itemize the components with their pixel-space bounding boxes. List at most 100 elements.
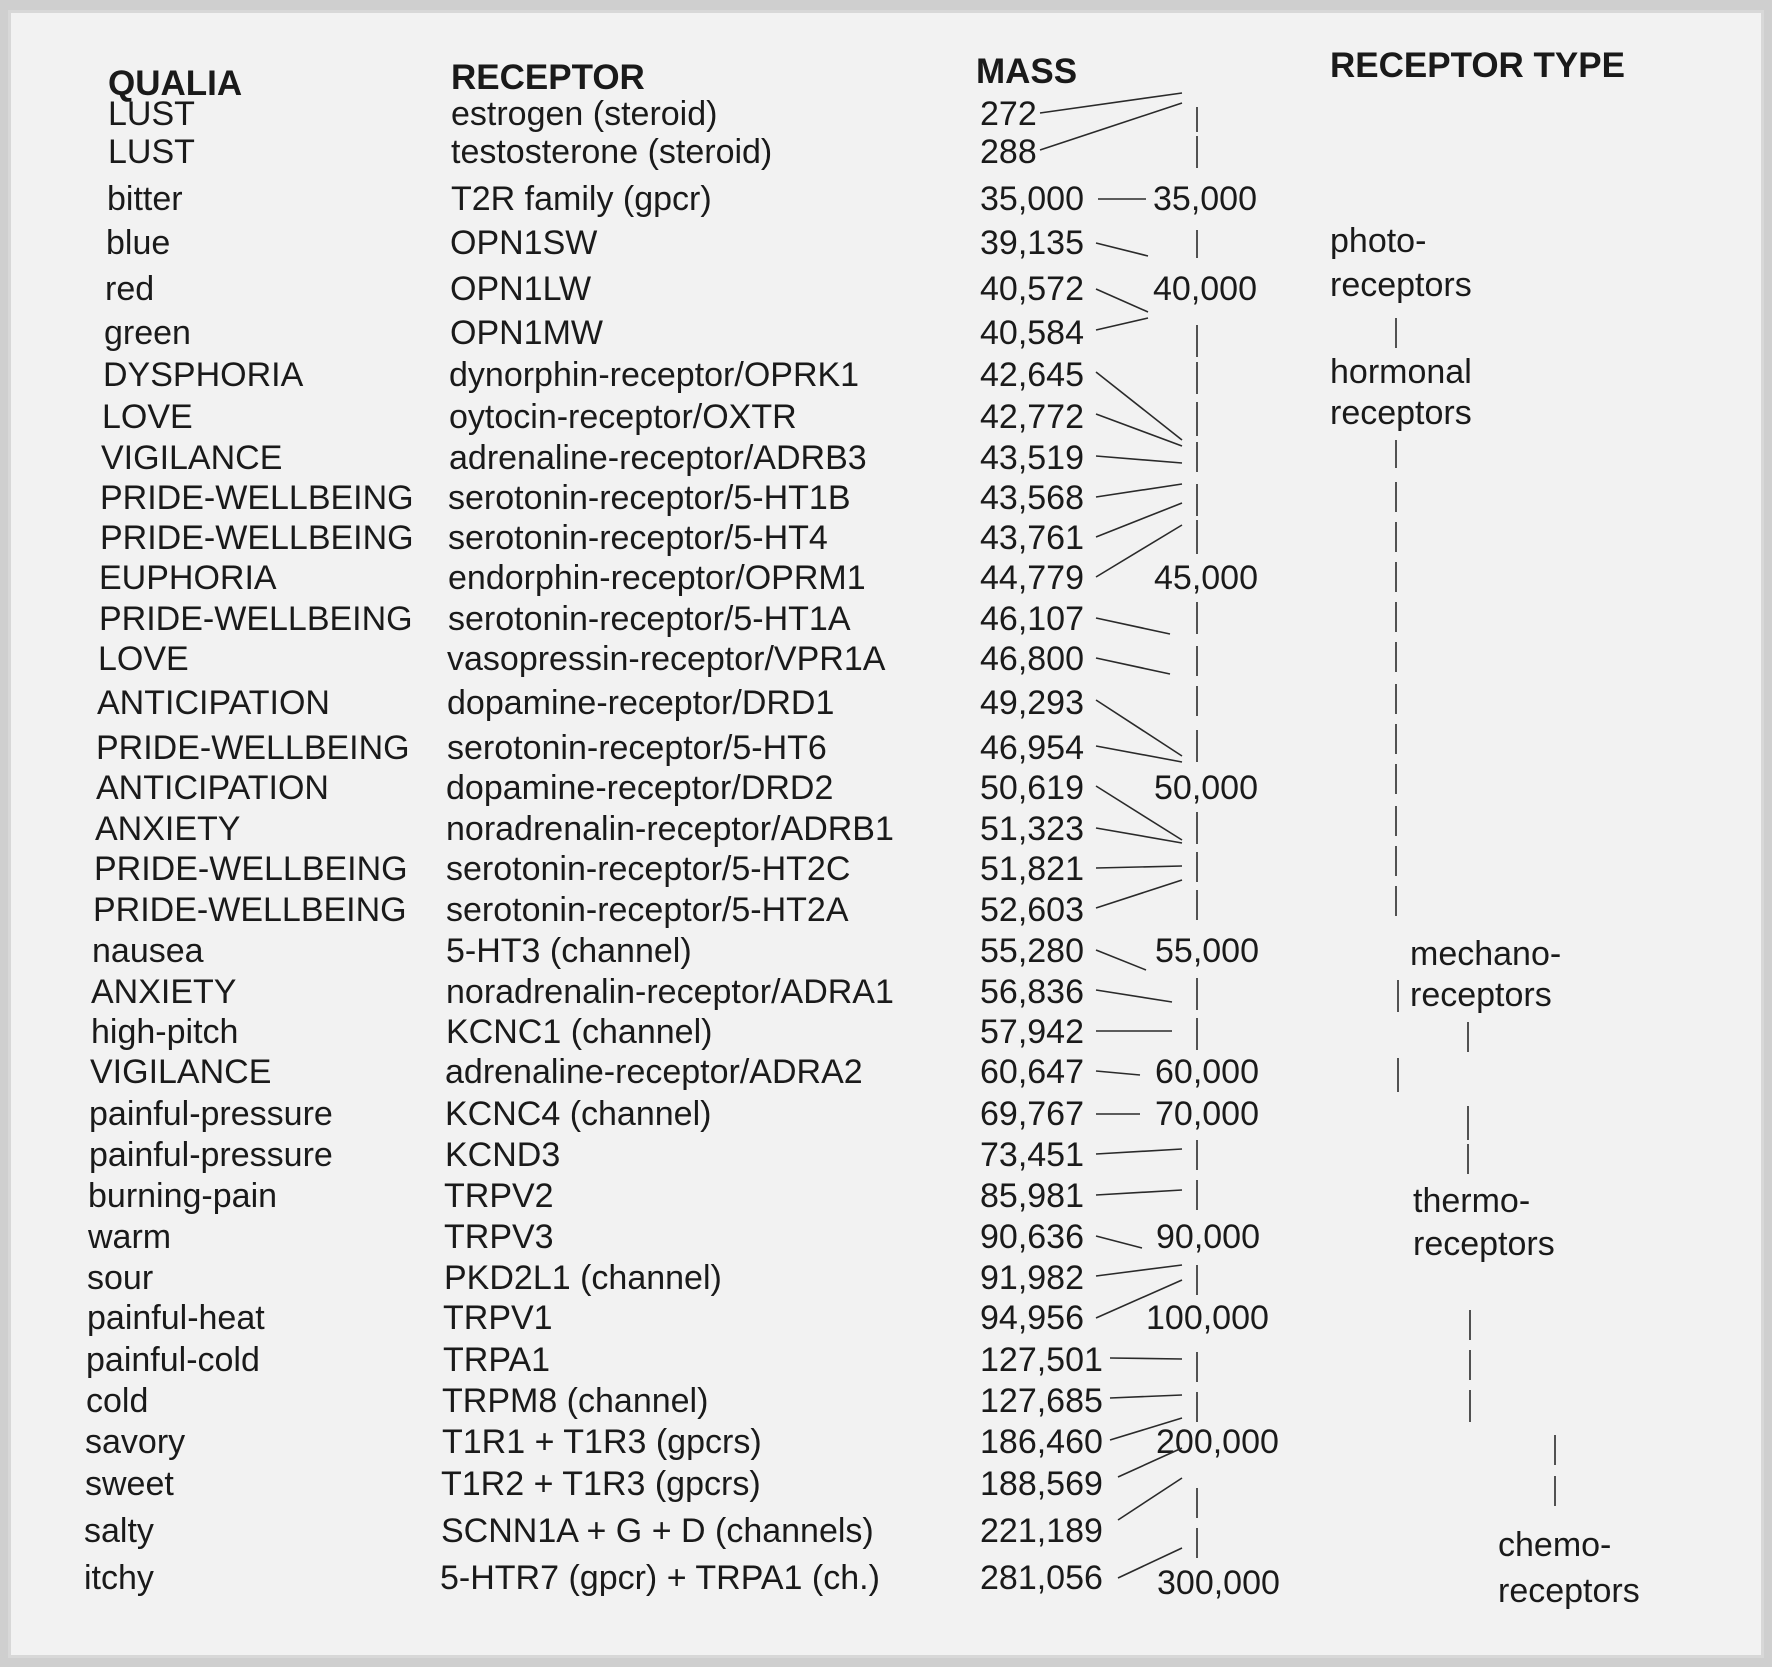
qualia-cell: LUST xyxy=(108,95,195,133)
mass-cell: 40,572 xyxy=(980,270,1084,308)
mass-cell: 42,772 xyxy=(980,398,1084,436)
connector-line xyxy=(1095,288,1149,313)
qualia-cell: LOVE xyxy=(98,640,189,678)
mass-cell: 42,645 xyxy=(980,356,1084,394)
receptor-cell: noradrenalin-receptor/ADRB1 xyxy=(446,810,894,848)
connector-line xyxy=(1109,1417,1183,1441)
type-photo-line2: receptors xyxy=(1330,266,1472,304)
receptor-cell: testosterone (steroid) xyxy=(451,133,773,171)
connector-line xyxy=(1117,1477,1183,1521)
receptor-cell: T2R family (gpcr) xyxy=(451,180,712,218)
mass-cell: 52,603 xyxy=(980,891,1084,929)
receptor-cell: TRPV2 xyxy=(444,1177,554,1215)
receptor-cell: dopamine-receptor/DRD1 xyxy=(447,684,835,722)
connector-line xyxy=(1095,865,1183,869)
receptor-cell: serotonin-receptor/5-HT1B xyxy=(448,479,851,517)
scale-label: 70,000 xyxy=(1155,1095,1259,1133)
mass-cell: 50,619 xyxy=(980,769,1084,807)
qualia-cell: bitter xyxy=(107,180,183,218)
header-receptor: RECEPTOR xyxy=(451,58,645,97)
scale-label: 55,000 xyxy=(1155,932,1259,970)
connector-line xyxy=(1095,413,1183,447)
connector-line xyxy=(1095,1189,1183,1196)
connector-line xyxy=(1095,371,1183,441)
qualia-cell: PRIDE-WELLBEING xyxy=(99,600,413,638)
qualia-cell: warm xyxy=(88,1218,172,1256)
connector-line xyxy=(1095,989,1173,1003)
mass-cell: 39,135 xyxy=(980,224,1084,262)
receptor-cell: serotonin-receptor/5-HT2C xyxy=(446,850,851,888)
receptor-cell: T1R2 + T1R3 (gpcrs) xyxy=(441,1465,761,1503)
mass-cell: 55,280 xyxy=(980,932,1084,970)
scale-label: 300,000 xyxy=(1157,1564,1280,1602)
connector-line xyxy=(1117,1547,1183,1579)
qualia-cell: burning-pain xyxy=(88,1177,278,1215)
receptor-cell: TRPV3 xyxy=(444,1218,554,1256)
receptor-cell: endorphin-receptor/OPRM1 xyxy=(448,559,866,597)
mass-cell: 43,519 xyxy=(980,439,1084,477)
receptor-cell: TRPV1 xyxy=(443,1299,553,1337)
type-mechano-line2: receptors xyxy=(1410,976,1552,1014)
qualia-cell: LUST xyxy=(108,133,195,171)
qualia-cell: painful-pressure xyxy=(89,1095,333,1133)
connector-line xyxy=(1095,317,1149,331)
mass-cell: 60,647 xyxy=(980,1053,1084,1091)
mass-cell: 127,685 xyxy=(980,1382,1103,1420)
connector-line xyxy=(1095,1070,1141,1076)
document-page xyxy=(8,10,1764,1658)
qualia-cell: painful-cold xyxy=(86,1341,260,1379)
mass-cell: 288 xyxy=(980,133,1037,171)
qualia-cell: cold xyxy=(86,1382,149,1420)
connector-line xyxy=(1095,879,1183,909)
receptor-cell: KCNC1 (channel) xyxy=(446,1013,713,1051)
qualia-cell: PRIDE-WELLBEING xyxy=(100,479,414,517)
qualia-cell: green xyxy=(104,314,191,352)
qualia-cell: LOVE xyxy=(102,398,193,436)
connector-line xyxy=(1109,1357,1183,1360)
receptor-cell: dopamine-receptor/DRD2 xyxy=(446,769,834,807)
connector-line xyxy=(1095,827,1183,844)
qualia-cell: PRIDE-WELLBEING xyxy=(100,519,414,557)
type-hormonal-line2: receptors xyxy=(1330,394,1472,432)
qualia-cell: VIGILANCE xyxy=(90,1053,272,1091)
qualia-cell: ANTICIPATION xyxy=(96,769,329,807)
connector-line xyxy=(1117,1447,1183,1478)
type-thermo-line1: thermo- xyxy=(1413,1182,1531,1220)
qualia-cell: sour xyxy=(87,1259,154,1297)
scale-label: 100,000 xyxy=(1146,1299,1269,1337)
type-photo-line1: photo- xyxy=(1330,222,1427,260)
receptor-cell: vasopressin-receptor/VPR1A xyxy=(447,640,886,678)
qualia-cell: itchy xyxy=(84,1559,154,1597)
mass-cell: 56,836 xyxy=(980,973,1084,1011)
mass-cell: 91,982 xyxy=(980,1259,1084,1297)
receptor-cell: adrenaline-receptor/ADRA2 xyxy=(445,1053,863,1091)
mass-cell: 90,636 xyxy=(980,1218,1084,1256)
receptor-cell: SCNN1A + G + D (channels) xyxy=(441,1512,874,1550)
receptor-cell: OPN1LW xyxy=(450,270,592,308)
scale-label: 40,000 xyxy=(1153,270,1257,308)
receptor-cell: serotonin-receptor/5-HT6 xyxy=(447,729,827,767)
connector-line xyxy=(1095,242,1149,257)
mass-cell: 221,189 xyxy=(980,1512,1103,1550)
connector-line xyxy=(1095,949,1147,971)
receptor-cell: OPN1SW xyxy=(450,224,598,262)
receptor-cell: 5-HTR7 (gpcr) + TRPA1 (ch.) xyxy=(440,1559,880,1597)
scale-label: 50,000 xyxy=(1154,769,1258,807)
scale-label: 45,000 xyxy=(1154,559,1258,597)
mass-cell: 51,323 xyxy=(980,810,1084,848)
receptor-cell: KCNC4 (channel) xyxy=(445,1095,712,1133)
receptor-cell: 5-HT3 (channel) xyxy=(446,932,692,970)
mass-cell: 49,293 xyxy=(980,684,1084,722)
qualia-cell: salty xyxy=(84,1512,154,1550)
connector-line xyxy=(1095,657,1171,675)
connector-line xyxy=(1095,1264,1183,1277)
scale-label: 60,000 xyxy=(1155,1053,1259,1091)
receptor-cell: serotonin-receptor/5-HT1A xyxy=(448,600,851,638)
mass-cell: 46,107 xyxy=(980,600,1084,638)
qualia-cell: PRIDE-WELLBEING xyxy=(94,850,408,888)
receptor-cell: PKD2L1 (channel) xyxy=(444,1259,722,1297)
header-mass: MASS xyxy=(976,52,1078,91)
qualia-cell: VIGILANCE xyxy=(101,439,283,477)
type-mechano-line1: mechano- xyxy=(1410,935,1562,973)
mass-cell: 44,779 xyxy=(980,559,1084,597)
